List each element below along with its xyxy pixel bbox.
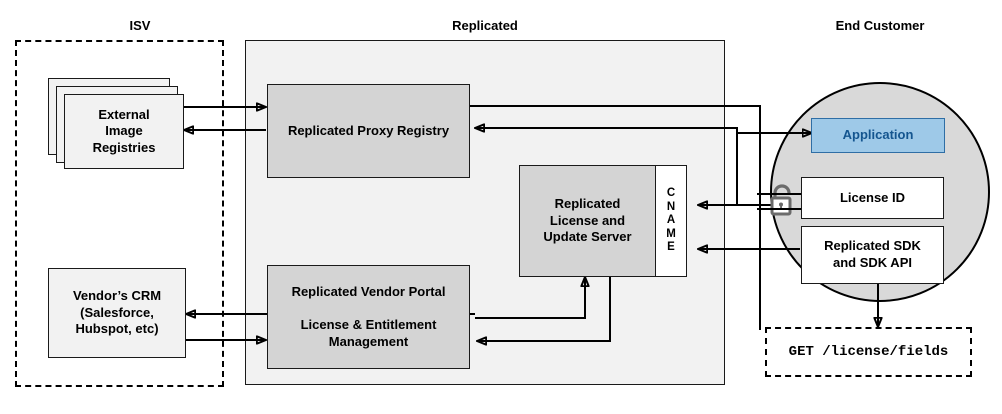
license-id-label: License ID	[839, 189, 906, 205]
cname-letter-a: A	[666, 214, 676, 227]
zone-title-end-customer: End Customer	[835, 18, 925, 33]
cname-tab[interactable]: C N A M E	[656, 165, 687, 277]
zone-title-replicated: Replicated	[452, 18, 518, 33]
crm-line-2: (Salesforce,	[80, 304, 154, 320]
vendor-portal-line-3: Management	[328, 333, 409, 349]
node-license-id[interactable]: License ID	[801, 177, 944, 219]
registries-line-2: Image	[105, 123, 143, 139]
node-replicated-license-update-server[interactable]: Replicated License and Update Server	[519, 165, 656, 277]
registries-line-3: Registries	[92, 139, 156, 155]
node-replicated-vendor-portal[interactable]: Replicated Vendor Portal License & Entit…	[267, 265, 470, 369]
sdk-line-2: and SDK API	[833, 255, 912, 270]
sdk-line-1: Replicated SDK	[824, 238, 921, 254]
zone-title-isv: ISV	[129, 18, 151, 33]
api-call-label: GET /license/fields	[788, 344, 949, 360]
vendor-portal-line-2: License & Entitlement	[300, 317, 437, 332]
vendor-portal-line-1: Replicated Vendor Portal	[291, 283, 446, 299]
registries-line-1: External	[98, 106, 150, 122]
node-application[interactable]: Application	[811, 118, 945, 153]
node-external-image-registries[interactable]: External Image Registries	[64, 94, 184, 169]
node-replicated-sdk[interactable]: Replicated SDK and SDK API	[801, 226, 944, 284]
proxy-registry-label: Replicated Proxy Registry	[287, 122, 450, 138]
node-replicated-proxy-registry[interactable]: Replicated Proxy Registry	[267, 84, 470, 178]
application-label: Application	[842, 127, 914, 143]
crm-line-3: Hubspot, etc)	[75, 321, 159, 337]
license-server-line-3: Update Server	[543, 229, 632, 245]
crm-line-1: Vendor’s CRM	[72, 288, 162, 304]
unlocked-padlock-icon	[770, 184, 792, 216]
isv-boundary	[15, 40, 224, 387]
node-vendor-crm[interactable]: Vendor’s CRM (Salesforce, Hubspot, etc)	[48, 268, 186, 358]
cname-letter-e: E	[667, 241, 675, 254]
cname-letter-m: M	[666, 227, 676, 240]
license-server-line-1: Replicated	[554, 196, 621, 212]
cname-letter-n: N	[666, 200, 676, 213]
license-server-line-2: License and	[549, 212, 626, 228]
api-call-box: GET /license/fields	[765, 327, 972, 377]
cname-letter-c: C	[666, 187, 676, 200]
